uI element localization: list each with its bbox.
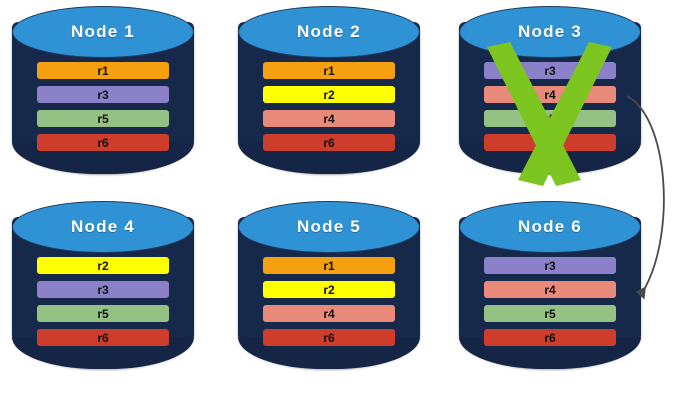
node-label: Node 2 bbox=[297, 22, 361, 41]
node-label: Node 5 bbox=[297, 217, 361, 236]
record-label: r6 bbox=[97, 135, 109, 150]
node-label: Node 6 bbox=[518, 217, 582, 236]
record-list: r1 r2 r4 r6 bbox=[263, 62, 395, 151]
record-bar[interactable]: r4 bbox=[263, 110, 395, 127]
cylinder-top-ellipse: Node 2 bbox=[238, 6, 420, 58]
record-label: r3 bbox=[97, 87, 109, 102]
record-label: r5 bbox=[97, 111, 109, 126]
record-bar[interactable]: r5 bbox=[37, 110, 169, 127]
record-bar[interactable]: r3 bbox=[37, 86, 169, 103]
record-label: r5 bbox=[544, 306, 556, 321]
record-label: r1 bbox=[323, 258, 335, 273]
record-bar[interactable]: r5 bbox=[484, 305, 616, 322]
record-label: r1 bbox=[97, 63, 109, 78]
record-bar[interactable]: r4 bbox=[484, 281, 616, 298]
record-label: r3 bbox=[544, 258, 556, 273]
record-bar[interactable]: r2 bbox=[37, 257, 169, 274]
node-cylinder-6[interactable]: Node 6 r3 r4 r5 r6 bbox=[453, 197, 647, 382]
record-label: r4 bbox=[323, 306, 335, 321]
record-bar[interactable]: r6 bbox=[263, 134, 395, 151]
record-bar[interactable]: r4 bbox=[263, 305, 395, 322]
record-bar[interactable]: r3 bbox=[484, 62, 616, 79]
cylinder-top-ellipse: Node 4 bbox=[12, 201, 194, 253]
record-label: r6 bbox=[323, 330, 335, 345]
record-label: r4 bbox=[544, 282, 556, 297]
record-bar[interactable]: r2 bbox=[263, 86, 395, 103]
record-bar[interactable]: r1 bbox=[263, 62, 395, 79]
record-label: r6 bbox=[323, 135, 335, 150]
node-cylinder-1[interactable]: Node 1 r1 r3 r5 r6 bbox=[6, 2, 200, 187]
record-bar[interactable]: r6 bbox=[37, 134, 169, 151]
record-bar[interactable]: r1 bbox=[263, 257, 395, 274]
record-bar[interactable]: r4 bbox=[484, 86, 616, 103]
record-list: r1 r3 r5 r6 bbox=[37, 62, 169, 151]
record-bar[interactable]: r1 bbox=[37, 62, 169, 79]
record-label: r6 bbox=[544, 135, 556, 150]
record-bar[interactable]: r3 bbox=[37, 281, 169, 298]
cylinder-top-ellipse: Node 5 bbox=[238, 201, 420, 253]
record-bar[interactable]: r2 bbox=[263, 281, 395, 298]
node-cylinder-5[interactable]: Node 5 r1 r2 r4 r6 bbox=[232, 197, 426, 382]
record-bar[interactable]: r6 bbox=[484, 329, 616, 346]
record-label: r6 bbox=[97, 330, 109, 345]
node-label: Node 3 bbox=[518, 22, 582, 41]
record-bar[interactable]: r5 bbox=[37, 305, 169, 322]
record-list: r2 r3 r5 r6 bbox=[37, 257, 169, 346]
record-label: r2 bbox=[323, 87, 335, 102]
record-label: r2 bbox=[323, 282, 335, 297]
cylinder-top-ellipse: Node 3 bbox=[459, 6, 641, 58]
record-list: r3 r4 r5 r6 bbox=[484, 257, 616, 346]
record-label: r4 bbox=[544, 87, 556, 102]
record-list: r1 r2 r4 r6 bbox=[263, 257, 395, 346]
record-bar[interactable]: r5 bbox=[484, 110, 616, 127]
cylinder-top-ellipse: Node 1 bbox=[12, 6, 194, 58]
record-bar[interactable]: r3 bbox=[484, 257, 616, 274]
record-label: r1 bbox=[323, 63, 335, 78]
record-label: r5 bbox=[544, 111, 556, 126]
record-list: r3 r4 r5 r6 bbox=[484, 62, 616, 151]
node-cylinder-3[interactable]: Node 3 r3 r4 r5 r6 bbox=[453, 2, 647, 187]
node-cylinder-2[interactable]: Node 2 r1 r2 r4 r6 bbox=[232, 2, 426, 187]
record-label: r2 bbox=[97, 258, 109, 273]
node-label: Node 1 bbox=[71, 22, 135, 41]
record-label: r4 bbox=[323, 111, 335, 126]
record-label: r6 bbox=[544, 330, 556, 345]
record-bar[interactable]: r6 bbox=[37, 329, 169, 346]
record-bar[interactable]: r6 bbox=[484, 134, 616, 151]
record-label: r3 bbox=[97, 282, 109, 297]
record-label: r3 bbox=[544, 63, 556, 78]
node-label: Node 4 bbox=[71, 217, 135, 236]
node-cylinder-4[interactable]: Node 4 r2 r3 r5 r6 bbox=[6, 197, 200, 382]
record-label: r5 bbox=[97, 306, 109, 321]
cylinder-top-ellipse: Node 6 bbox=[459, 201, 641, 253]
record-bar[interactable]: r6 bbox=[263, 329, 395, 346]
